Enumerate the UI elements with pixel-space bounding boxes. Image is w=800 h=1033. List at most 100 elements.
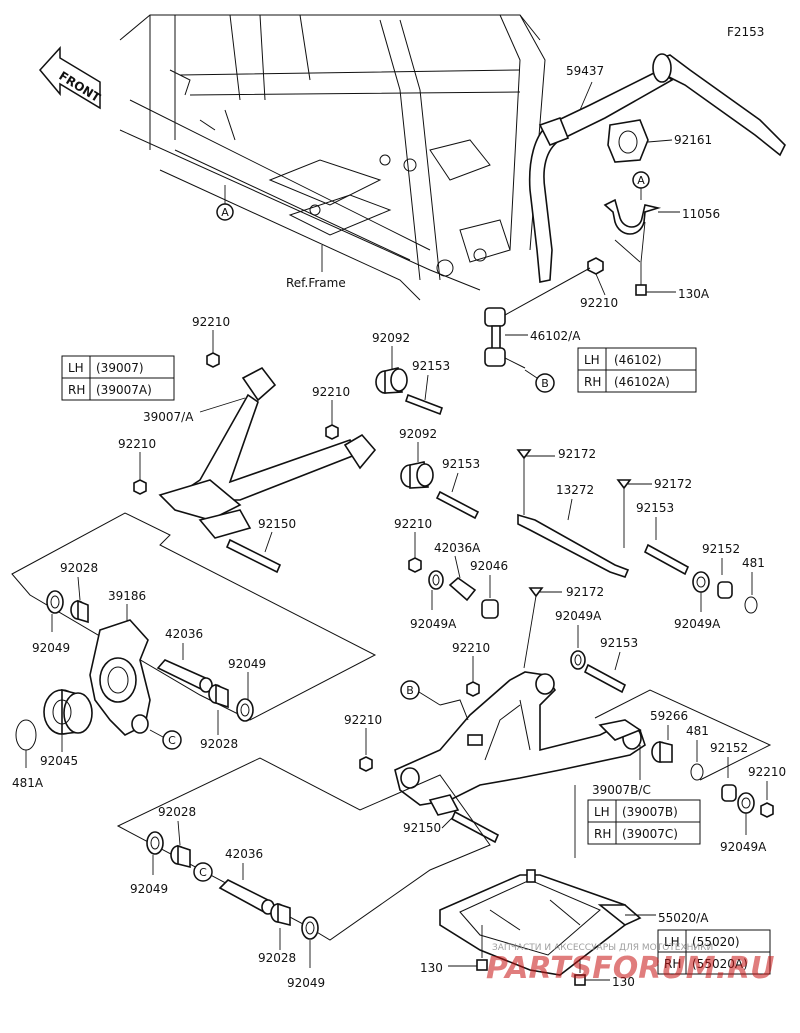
stabilizer-bar: [528, 53, 786, 283]
screw-92172-a: [516, 449, 532, 460]
bearing-92045: [43, 688, 93, 735]
label-55020a: 55020/A: [658, 911, 709, 925]
nut-92210-g: [760, 802, 774, 818]
svg-text:B: B: [406, 684, 414, 697]
nut-92210-e: [466, 681, 480, 697]
label-92028-d: 92028: [258, 951, 296, 965]
bolt-92153-b: [435, 490, 480, 520]
snap-ring-481a: [15, 719, 37, 751]
label-92210-a: 92210: [192, 315, 230, 329]
label-92153-d: 92153: [600, 636, 638, 650]
ref-c-2: [193, 862, 213, 882]
stabilizer-clamp: [603, 198, 662, 235]
ref-a-frame: A: [216, 203, 234, 221]
collar-42036-a: [156, 659, 213, 693]
label-92152-b: 92152: [710, 741, 748, 755]
svg-text:(39007A): (39007A): [96, 383, 152, 397]
nut-92210-c: [133, 479, 147, 495]
label-130-b: 130: [612, 975, 635, 989]
label-481a: 481A: [12, 776, 44, 790]
label-92210-e: 92210: [452, 641, 490, 655]
label-92153-c: 92153: [636, 501, 674, 515]
svg-text:LH: LH: [594, 805, 610, 819]
label-92210-c: 92210: [118, 437, 156, 451]
label-92028-a: 92028: [60, 561, 98, 575]
svg-text:(55020): (55020): [692, 935, 740, 949]
bolt-130-a: [476, 959, 488, 971]
collar-92152-b: [721, 784, 737, 802]
nut-92210-b: [325, 424, 339, 440]
svg-text:LH: LH: [664, 935, 680, 949]
snap-ring-481-b: [690, 763, 704, 781]
ring-92049-d: [301, 916, 319, 940]
bushing-92092-b: [400, 461, 434, 489]
sleeve-92028-b: [208, 683, 229, 709]
bolt-92153-d: [583, 663, 627, 694]
bushing-92092-a: [375, 367, 408, 394]
label-92210-b: 92210: [312, 385, 350, 399]
label-92092-a: 92092: [372, 331, 410, 345]
lower-arm: [394, 671, 646, 816]
sleeve-92028-a: [70, 599, 89, 624]
nut-92210-a: [206, 352, 220, 368]
ring-92049a-a: [428, 570, 444, 590]
label-39186: 39186: [108, 589, 146, 603]
label-92161: 92161: [674, 133, 712, 147]
label-92172-b: 92172: [654, 477, 692, 491]
label-92092-b: 92092: [399, 427, 437, 441]
label-130a-top: 130A: [678, 287, 710, 301]
ring-92049a-b: [692, 571, 710, 593]
diagram-id: F2153: [727, 25, 764, 39]
screw-92172-b: [616, 479, 632, 490]
svg-text:RH: RH: [594, 827, 611, 841]
bolt-92153-a: [404, 393, 444, 416]
label-92028-c: 92028: [158, 805, 196, 819]
stabilizer-link: [484, 267, 591, 369]
watermark-logo: PARTSFORUM.RU: [486, 951, 774, 986]
ring-92049-a: [46, 590, 64, 614]
bolt-92150-b: [450, 810, 500, 844]
stabilizer-bushing: [607, 119, 649, 163]
bolt-92153-c: [643, 543, 690, 576]
label-92045: 92045: [40, 754, 78, 768]
label-92049a-d: 92049A: [720, 840, 767, 854]
bolt-130a: [635, 284, 647, 296]
label-46102a: 46102/A: [530, 329, 581, 343]
snap-ring-481-a: [744, 596, 758, 614]
label-39007bc: 39007B/C: [592, 783, 651, 797]
nut-92210-d: [408, 557, 422, 573]
table-55020: LH (55020) RH (55020A): [657, 929, 771, 975]
bolt-92150-a: [225, 538, 282, 574]
collar-42036a: [448, 576, 477, 602]
svg-text:(39007B): (39007B): [622, 805, 678, 819]
table-39007bc: LH (39007B) RH (39007C): [587, 799, 701, 845]
label-92172-a: 92172: [558, 447, 596, 461]
ring-92049-c: [146, 831, 164, 855]
label-92210-g: 92210: [748, 765, 786, 779]
table-39007: LH (39007) RH (39007A): [61, 355, 175, 401]
svg-text:C: C: [199, 866, 207, 879]
svg-text:RH: RH: [68, 383, 85, 397]
svg-text:RH: RH: [584, 375, 601, 389]
label-92049-a: 92049: [32, 641, 70, 655]
label-59437: 59437: [566, 64, 604, 78]
label-130-a: 130: [420, 961, 443, 975]
screw-92172-c: [528, 587, 544, 598]
svg-text:C: C: [168, 734, 176, 747]
label-92049a-b: 92049A: [674, 617, 721, 631]
collar-92152-a: [717, 581, 733, 599]
sleeve-92028-d: [270, 902, 291, 927]
ring-92049a-c: [570, 650, 586, 670]
bracket-13272: [517, 513, 630, 578]
svg-text:(55020A): (55020A): [692, 957, 748, 971]
ref-c-1: [162, 730, 182, 750]
label-92210-f: 92210: [344, 713, 382, 727]
front-arrow-icon: FRONT: [39, 46, 103, 110]
label-42036a: 42036A: [434, 541, 481, 555]
label-92049a-a: 92049A: [410, 617, 457, 631]
ring-92049-b: [236, 698, 254, 722]
label-92210-d: 92210: [394, 517, 432, 531]
label-92049a-c: 92049A: [555, 609, 602, 623]
svg-text:(46102): (46102): [614, 353, 662, 367]
label-92046: 92046: [470, 559, 508, 573]
